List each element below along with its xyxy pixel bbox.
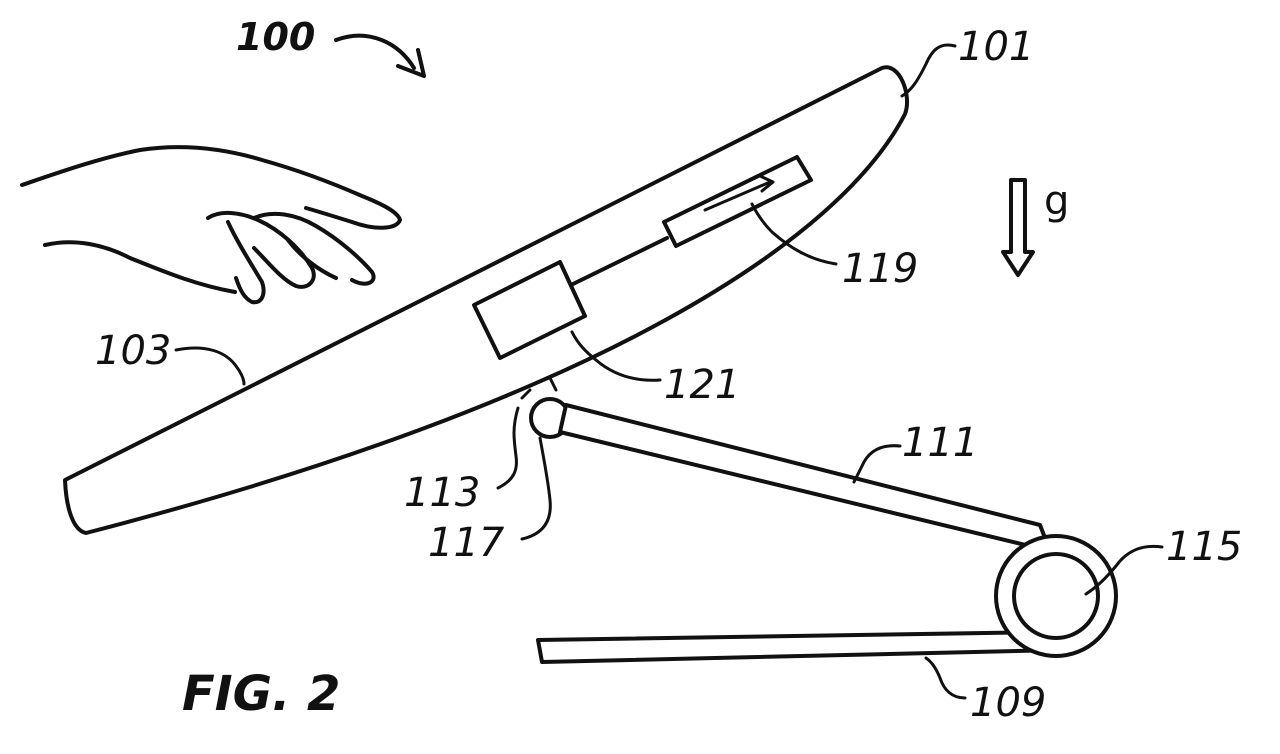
reference-label-103: 103 xyxy=(95,328,171,374)
processor-component-121 xyxy=(472,260,587,360)
base-plate-109 xyxy=(536,630,1062,664)
gravity-label: g xyxy=(1044,178,1069,224)
reference-label-121: 121 xyxy=(664,362,740,408)
reference-label-111: 111 xyxy=(902,420,978,466)
sensor-component-119 xyxy=(662,155,813,248)
reference-label-109: 109 xyxy=(970,680,1046,726)
gravity-arrow xyxy=(1001,178,1035,277)
roller-115 xyxy=(994,534,1118,658)
reference-label-115: 115 xyxy=(1166,524,1242,570)
reference-label-117: 117 xyxy=(428,520,505,566)
connector-line xyxy=(569,236,669,287)
reference-label-101: 101 xyxy=(958,24,1034,70)
reference-label-100: 100 xyxy=(236,15,315,59)
assembly-arrow xyxy=(334,33,426,78)
figure-title: FIG. 2 xyxy=(182,666,340,722)
reference-label-113: 113 xyxy=(404,470,480,516)
hand-illustration xyxy=(20,145,402,305)
leader-lines xyxy=(174,43,1164,700)
reference-label-119: 119 xyxy=(842,246,918,292)
